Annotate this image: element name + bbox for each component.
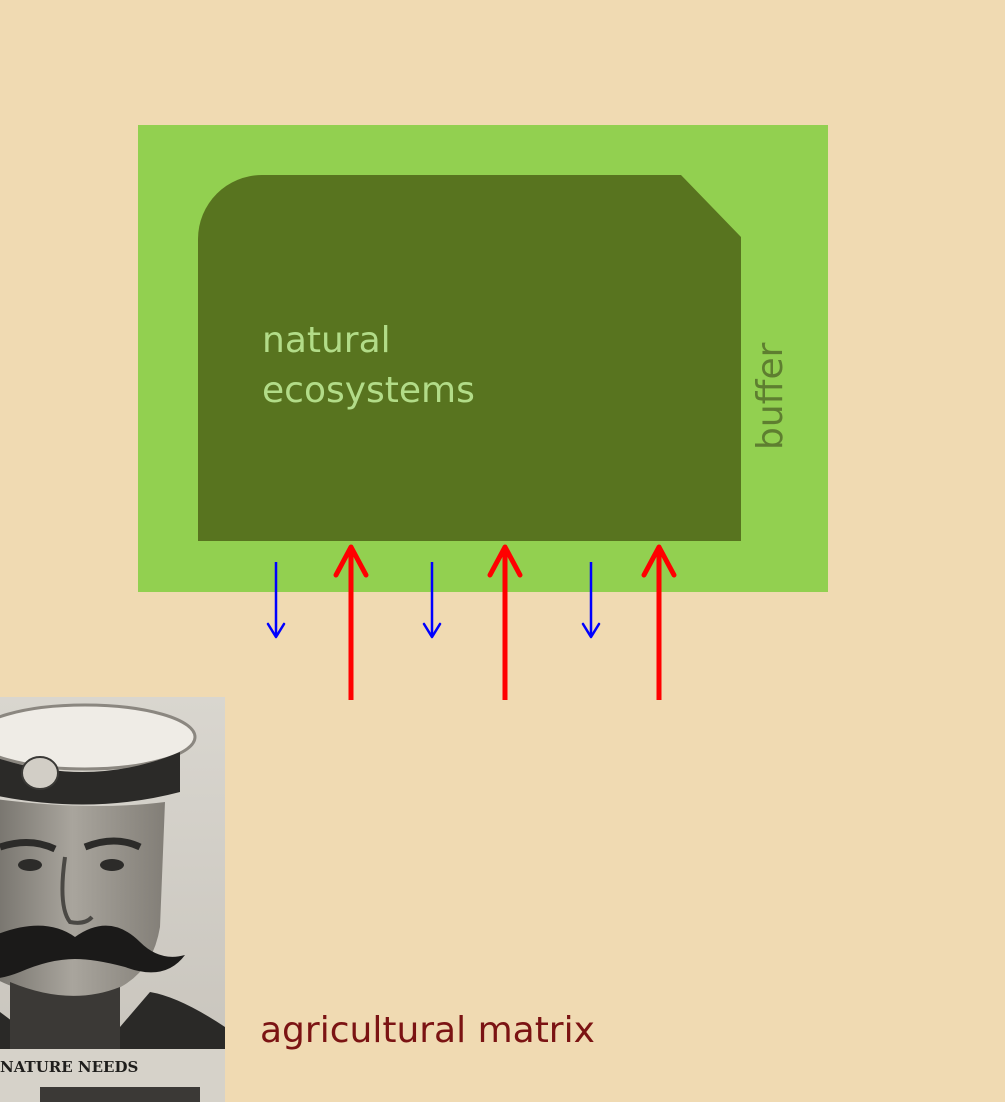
inflow-arrow-1 (333, 544, 369, 700)
natural-ecosystems-zone (198, 175, 741, 541)
natural-ecosystems-label: natural ecosystems (262, 320, 475, 411)
outflow-arrow-2 (422, 562, 442, 639)
inflow-arrow-3 (641, 544, 677, 700)
poster-portrait: NATURE NEEDS (0, 697, 225, 1102)
poster-image: NATURE NEEDS (0, 697, 225, 1102)
inflow-arrow-2 (487, 544, 523, 700)
agricultural-matrix-label: agricultural matrix (260, 1010, 595, 1051)
outflow-arrow-1 (266, 562, 286, 639)
poster-caption: NATURE NEEDS (0, 1058, 138, 1076)
outflow-arrow-3 (581, 562, 601, 639)
